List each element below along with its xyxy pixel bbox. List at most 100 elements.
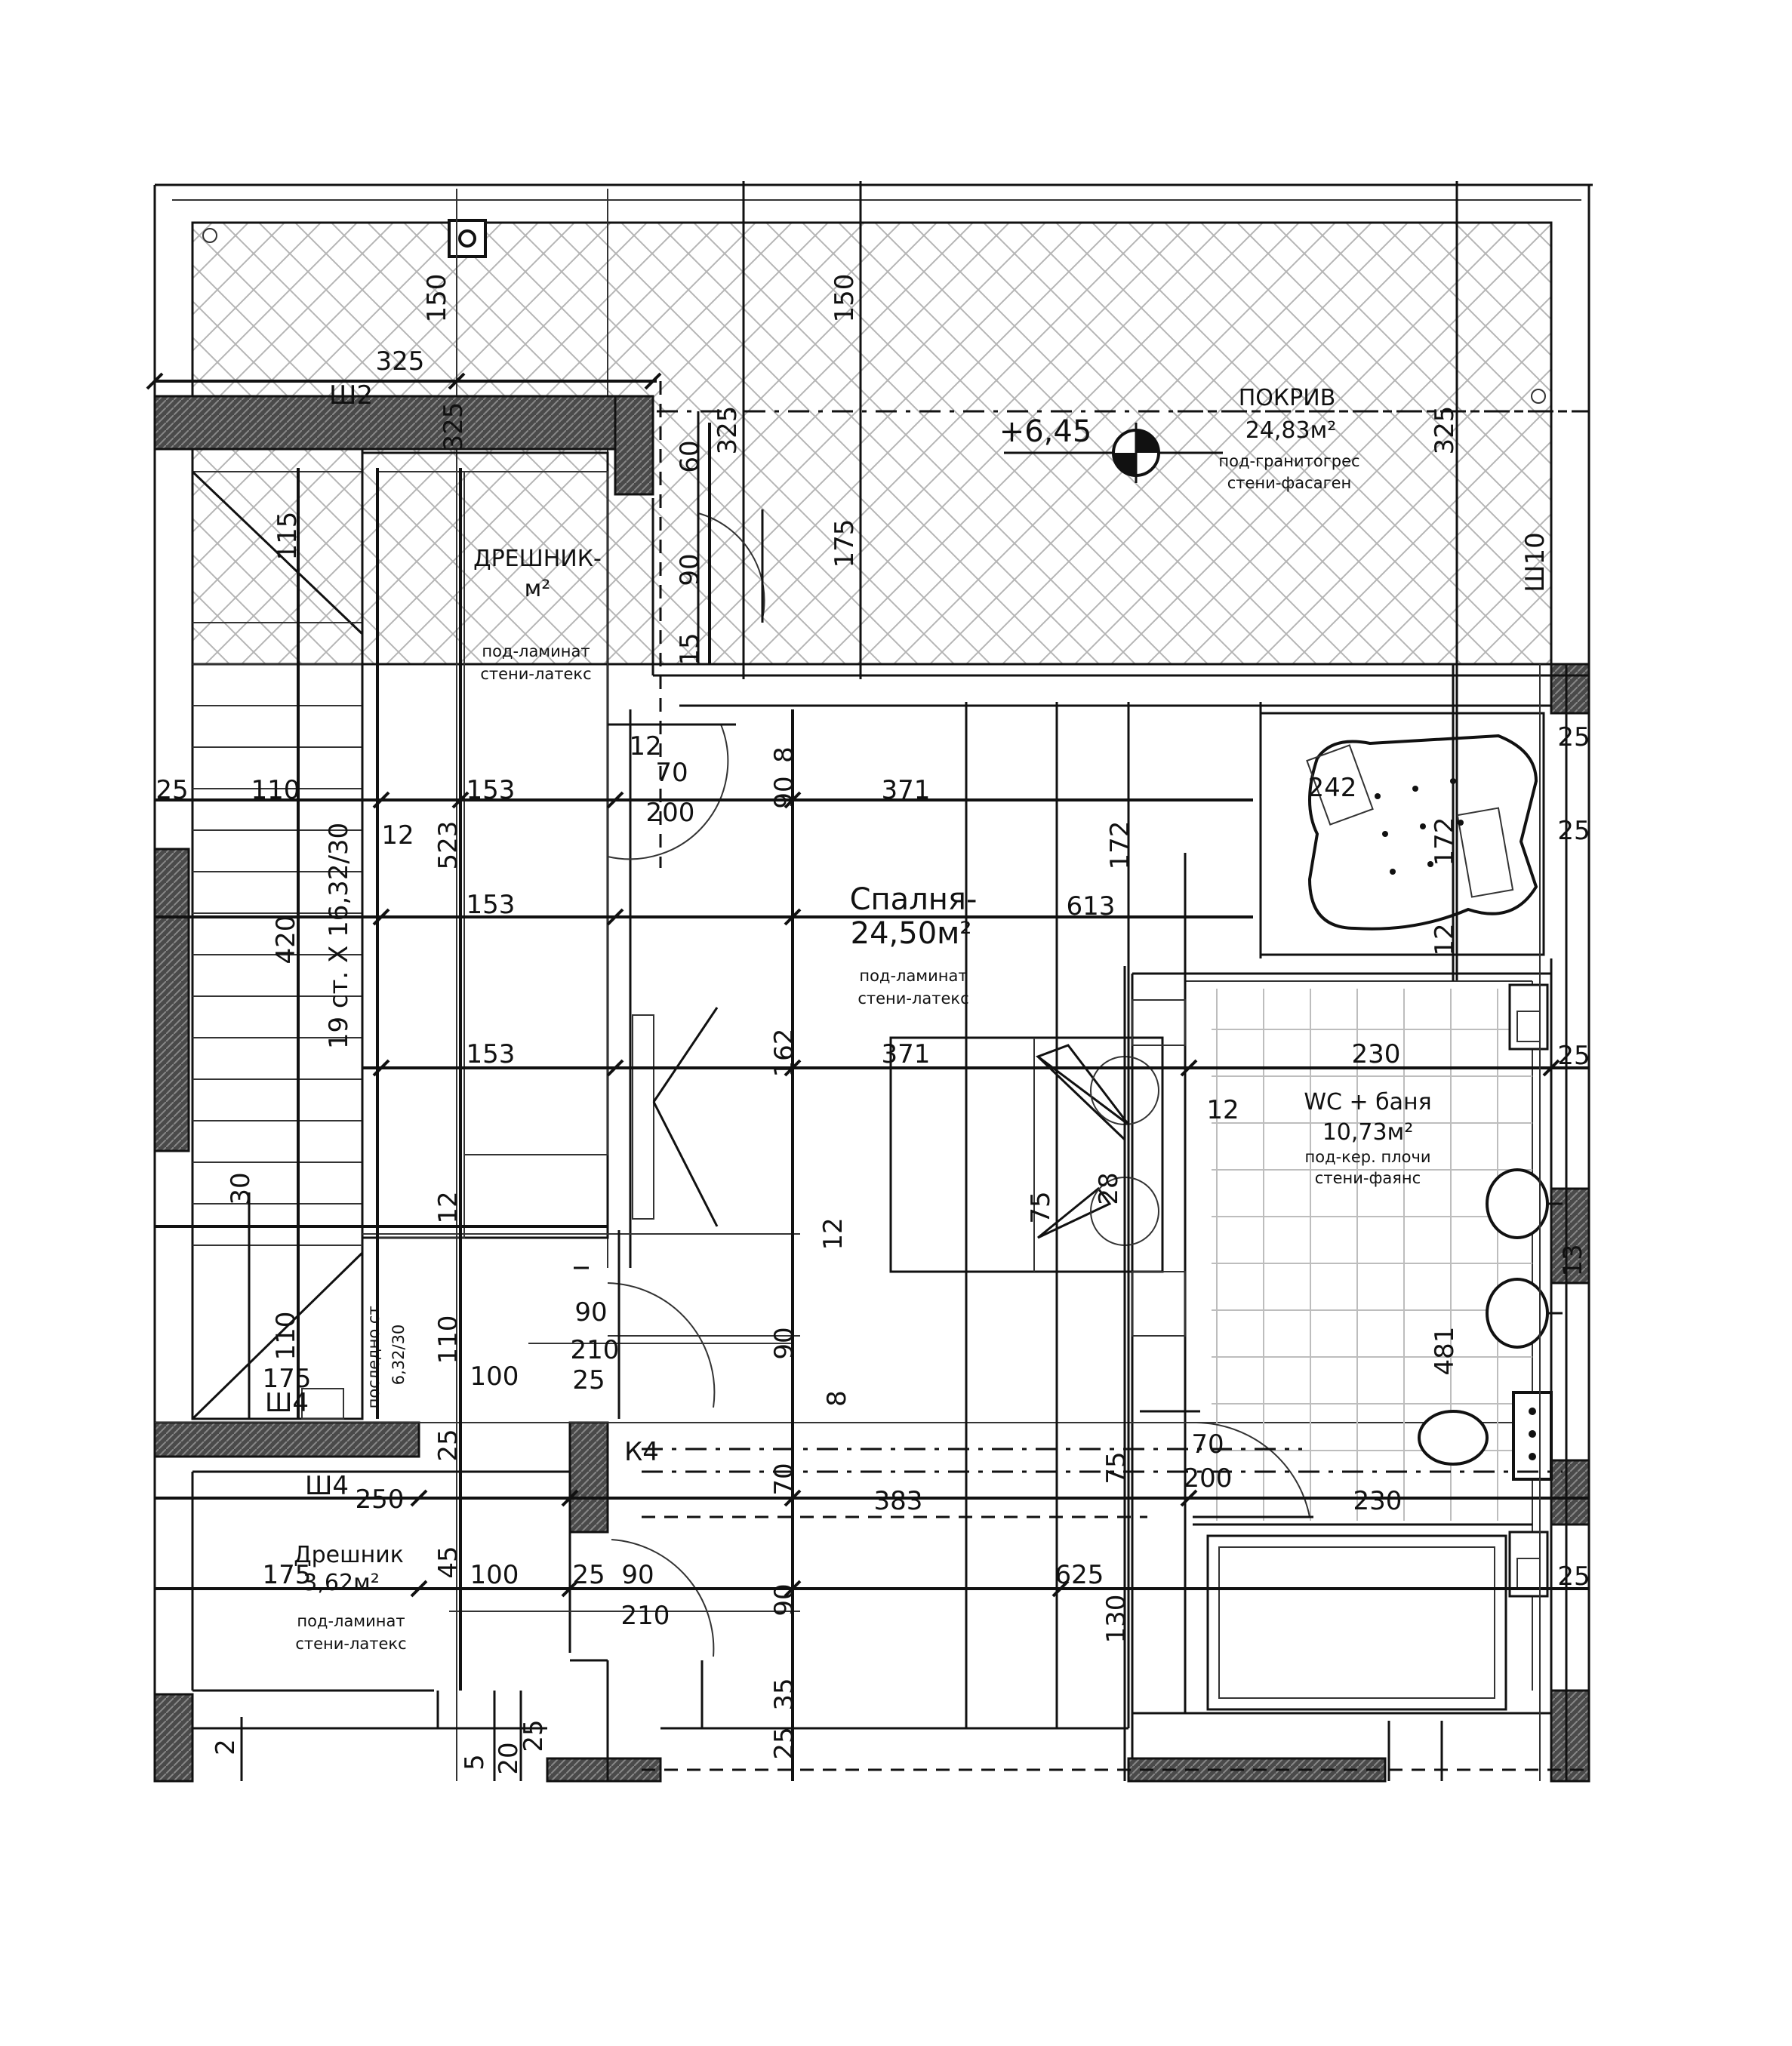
dim-v25c: 25 [519, 1719, 549, 1752]
dim-h325: 325 [376, 346, 425, 377]
marker-k4: К4 [624, 1437, 659, 1467]
dim-h175a: 175 [263, 1364, 312, 1394]
drain-icon [448, 219, 487, 258]
dim-h25d: 25 [1557, 1041, 1590, 1071]
dim-h25a: 25 [155, 775, 188, 805]
walls [153, 395, 1590, 1783]
dim-v325b: 325 [1430, 406, 1460, 455]
door3-height: 210 [621, 1601, 670, 1631]
dim-v90b: 90 [769, 776, 799, 808]
dim-v90c: 90 [769, 1327, 799, 1359]
dim-v12c: 12 [1430, 923, 1460, 955]
dim-h100b: 100 [470, 1560, 519, 1590]
door4-width: 70 [1191, 1429, 1224, 1460]
dim-v523: 523 [433, 821, 463, 870]
bath-floor: под-кер. плочи [1304, 1148, 1430, 1166]
bathtub-icon [1306, 734, 1538, 931]
bath-name: WC + баня [1304, 1089, 1431, 1115]
dim-v12d: 12 [1206, 1095, 1239, 1125]
bedroom-walls: стени-латекс [858, 989, 968, 1008]
dim-v75a: 75 [1026, 1191, 1056, 1223]
dim-h25b: 25 [1557, 722, 1590, 752]
dim-v25a: 25 [433, 1429, 463, 1461]
stair-treads [192, 622, 362, 1246]
dim-v45: 45 [433, 1546, 463, 1578]
dim-v8a: 8 [769, 746, 799, 763]
door1-height: 200 [646, 798, 695, 828]
closet-bottom-walls: стени-латекс [295, 1635, 406, 1653]
door-labels: 70 200 90 210 90 210 70 200 [571, 758, 1233, 1631]
stair-last-label: последно ст. [365, 1301, 383, 1409]
dim-v172a: 172 [1105, 821, 1135, 870]
dim-v12f: 12 [818, 1217, 848, 1250]
dim-h625: 625 [1055, 1560, 1104, 1590]
bath-area: 10,73м² [1322, 1119, 1414, 1146]
bed [889, 999, 1186, 1337]
wardrobe-panel [632, 1007, 719, 1227]
level-marker-icon [1004, 423, 1223, 483]
closet-top-name: ДРЕШНИК- [473, 546, 602, 572]
closet-top-walls: стени-латекс [480, 665, 591, 683]
dim-h371b: 371 [882, 1039, 931, 1069]
bedroom-area: 24,50м² [851, 916, 972, 951]
marker-sh4a: Ш4 [265, 1388, 309, 1418]
dim-h153a: 153 [466, 775, 516, 805]
dim-v12a: 12 [629, 731, 661, 761]
dimension-labels: 325 150 150 325 325 325 60 90 175 15 115… [155, 274, 1590, 1775]
door1-width: 70 [655, 758, 688, 788]
stair-last-size: 6,32/30 [389, 1325, 408, 1386]
dim-v150a: 150 [422, 274, 452, 323]
dim-v325a: 325 [713, 406, 743, 455]
dim-h613: 613 [1067, 891, 1116, 921]
dim-v5: 5 [460, 1754, 490, 1771]
sink-icon [1486, 1168, 1563, 1349]
marker-sh4b: Ш4 [305, 1471, 349, 1501]
dim-v70: 70 [769, 1463, 799, 1495]
bedroom-floor: под-ламинат [859, 967, 967, 985]
room-labels: ПОКРИВ 24,83м² под-гранитогрес стени-фас… [294, 385, 1432, 1653]
roof-name: ПОКРИВ [1239, 385, 1336, 411]
dim-h100a: 100 [470, 1361, 519, 1392]
dim-v20: 20 [494, 1742, 524, 1774]
roof-level: +6,45 [999, 414, 1092, 449]
dim-h25c: 25 [1557, 816, 1590, 846]
dim-v420: 420 [271, 915, 301, 965]
dim-v2: 2 [211, 1739, 241, 1755]
dim-v75b: 75 [1101, 1451, 1132, 1484]
dimension-lines [155, 380, 1589, 1781]
dim-h153b: 153 [466, 890, 516, 920]
dim-v115: 115 [272, 512, 303, 561]
dim-v35: 35 [769, 1678, 799, 1710]
closet-top-floor: под-ламинат [482, 642, 590, 660]
markers: Ш2 Ш4 Ш4 Ш10 К4 [265, 380, 1550, 1501]
bedroom-name: Спалня- [850, 882, 978, 917]
dim-v15a: 15 [675, 632, 705, 665]
dim-h110: 110 [251, 775, 300, 805]
dim-v150b: 150 [830, 274, 860, 323]
dim-v60: 60 [675, 440, 705, 472]
closet-bottom-area: 3,62м² [303, 1570, 379, 1596]
door2-width: 90 [574, 1297, 607, 1328]
door4-height: 200 [1184, 1463, 1233, 1494]
dim-v172b: 172 [1430, 817, 1460, 866]
dim-h25g: 25 [1557, 1561, 1590, 1592]
dimension-ticks [146, 372, 1560, 1598]
doors [574, 509, 1313, 1657]
stair-labels: 19 ст. X 16,32/30 последно ст. 6,32/30 [324, 823, 408, 1409]
door3-width: 90 [621, 1560, 654, 1590]
roof-floor: под-гранитогрес [1218, 452, 1359, 470]
dim-v130: 130 [1101, 1595, 1132, 1644]
dim-v110b: 110 [433, 1315, 463, 1365]
dim-v162: 162 [769, 1029, 799, 1078]
dim-v12e: 12 [433, 1191, 463, 1223]
dim-h371a: 371 [882, 775, 931, 805]
dim-v325c: 325 [439, 402, 469, 451]
bath-walls: стени-фаянс [1315, 1169, 1421, 1187]
dim-h153c: 153 [466, 1039, 516, 1069]
door2-height: 210 [571, 1335, 620, 1365]
dim-h230b: 230 [1353, 1486, 1403, 1516]
toilet-icon [1418, 1391, 1553, 1481]
dim-h250: 250 [356, 1485, 405, 1515]
dim-h25e: 25 [572, 1365, 605, 1395]
